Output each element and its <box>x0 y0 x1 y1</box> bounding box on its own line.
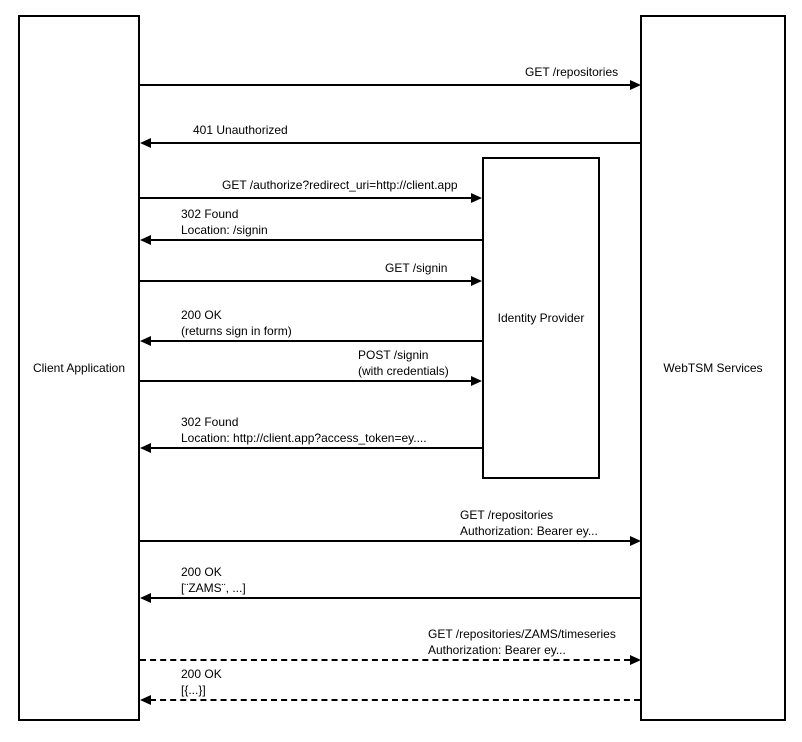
message-label: GET /repositories/ZAMS/timeseries Author… <box>428 626 616 658</box>
message-label-line: 200 OK <box>181 667 222 681</box>
message-label-line: 302 Found <box>181 415 239 429</box>
message-label-line: [¨ZAMS¨, ...] <box>181 581 246 595</box>
message-label-line: Authorization: Bearer ey... <box>460 524 598 538</box>
arrowhead-left-icon <box>140 336 151 346</box>
message-label-line: 401 Unauthorized <box>193 123 288 137</box>
message-label: 302 Found Location: /signin <box>181 206 268 238</box>
arrow-line <box>150 340 482 342</box>
actor-idp-label: Identity Provider <box>497 311 585 325</box>
message-label-line: [{...}] <box>181 683 206 697</box>
message-label: GET /signin <box>385 260 447 276</box>
message-label-line: (with credentials) <box>358 364 449 378</box>
arrowhead-left-icon <box>140 138 151 148</box>
message-label-line: GET /repositories <box>525 65 619 79</box>
actor-webtsm-services: WebTSM Services <box>640 15 786 721</box>
arrowhead-left-icon <box>140 593 151 603</box>
message-label: 200 OK (returns sign in form) <box>181 307 292 339</box>
message-label-line: GET /signin <box>385 261 448 275</box>
arrowhead-left-icon <box>140 443 151 453</box>
actor-client-application: Client Application <box>18 15 140 721</box>
message-label-line: Location: http://client.app?access_token… <box>181 431 427 445</box>
arrow-line <box>140 380 472 382</box>
message-label-line: Authorization: Bearer ey... <box>428 643 566 657</box>
message-label: GET /repositories <box>525 64 618 80</box>
arrow-line <box>140 540 630 542</box>
message-label-line: (returns sign in form) <box>181 324 292 338</box>
arrow-line <box>150 239 482 241</box>
arrowhead-left-icon <box>140 695 151 705</box>
message-label: GET /authorize?redirect_uri=http://clien… <box>222 177 458 193</box>
actor-identity-provider: Identity Provider <box>482 157 600 479</box>
arrow-line <box>150 597 640 599</box>
arrowhead-right-icon <box>471 376 482 386</box>
message-label: POST /signin (with credentials) <box>358 347 449 379</box>
arrow-line <box>150 447 482 449</box>
arrow-line <box>140 84 630 86</box>
message-label-line: POST /signin <box>358 348 429 362</box>
message-label: 401 Unauthorized <box>193 122 288 138</box>
message-label-line: GET /authorize?redirect_uri=http://clien… <box>222 178 458 192</box>
message-label: 302 Found Location: http://client.app?ac… <box>181 414 427 446</box>
arrow-line <box>140 280 472 282</box>
arrowhead-right-icon <box>471 276 482 286</box>
message-label: 200 OK [¨ZAMS¨, ...] <box>181 564 246 596</box>
message-label-line: 302 Found <box>181 207 239 221</box>
message-label-line: GET /repositories <box>460 508 554 522</box>
actor-webtsm-label: WebTSM Services <box>663 361 763 375</box>
arrowhead-left-icon <box>140 235 151 245</box>
arrow-line <box>150 142 640 144</box>
arrowhead-right-icon <box>630 80 641 90</box>
message-label: 200 OK [{...}] <box>181 666 222 698</box>
arrowhead-right-icon <box>630 536 641 546</box>
arrow-line <box>140 197 472 199</box>
message-label-line: 200 OK <box>181 308 222 322</box>
actor-client-label: Client Application <box>32 361 126 375</box>
arrow-line-dashed <box>150 699 640 701</box>
message-label-line: GET /repositories/ZAMS/timeseries <box>428 627 616 641</box>
message-label: GET /repositories Authorization: Bearer … <box>460 507 598 539</box>
arrowhead-right-icon <box>471 193 482 203</box>
message-label-line: Location: /signin <box>181 223 268 237</box>
arrow-line-dashed <box>140 659 630 661</box>
arrowhead-right-icon <box>630 655 641 665</box>
message-label-line: 200 OK <box>181 565 222 579</box>
